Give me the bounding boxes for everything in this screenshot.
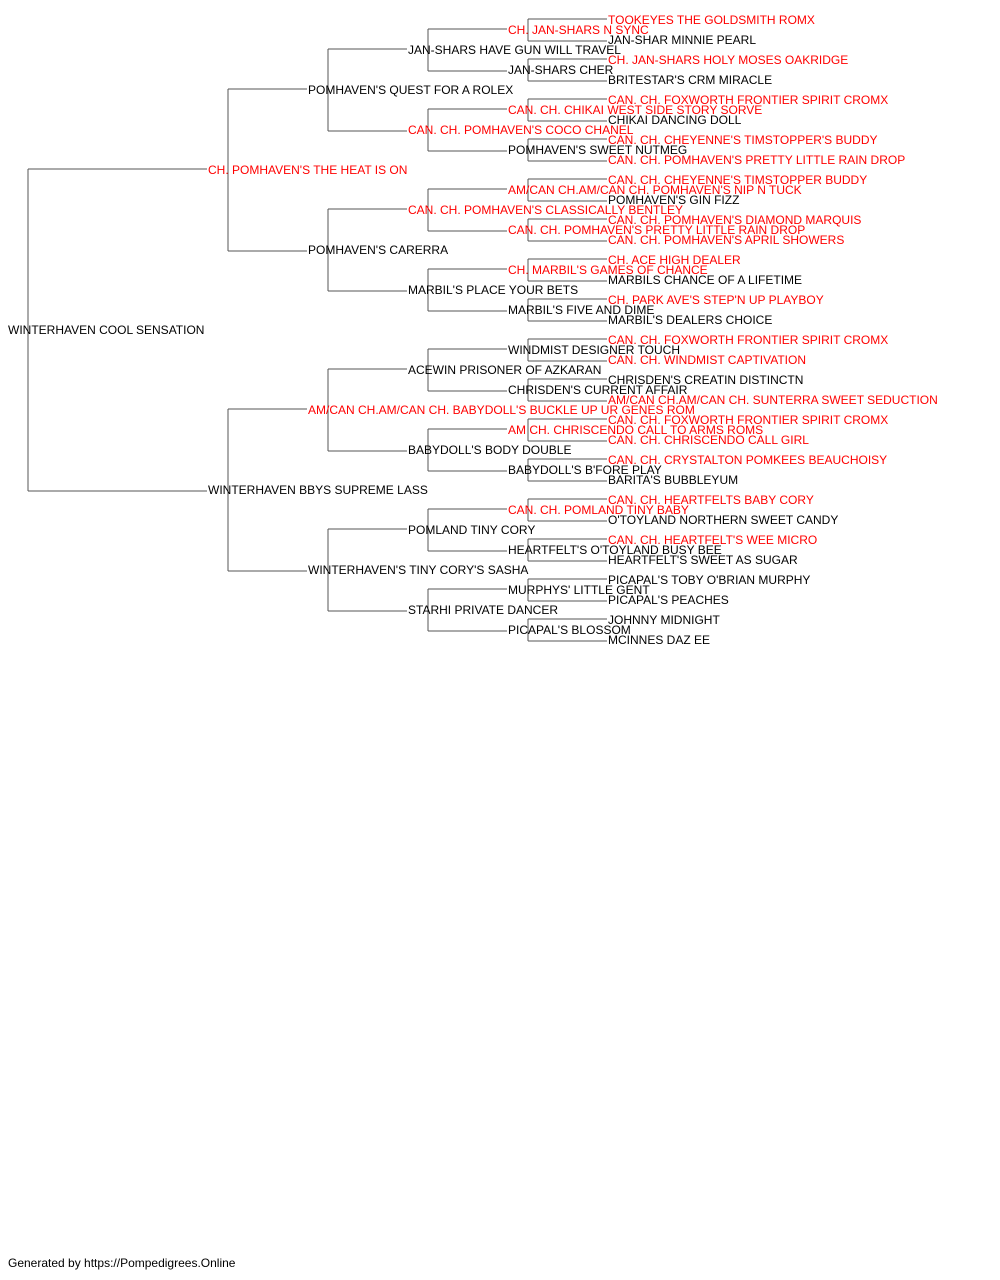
dog-dam-dam-dam-sire-dam-name: PICAPAL'S PEACHES xyxy=(608,593,729,607)
dog-dam-dam-sire-sire-name: CAN. CH. POMLAND TINY BABY xyxy=(508,503,689,517)
dog-sire-dam-name: POMHAVEN'S CARERRA xyxy=(308,243,448,257)
dog-sire-dam-dam-sire-name: CH. MARBIL'S GAMES OF CHANCE xyxy=(508,263,708,277)
dog-sire-name: CH. POMHAVEN'S THE HEAT IS ON xyxy=(208,163,407,177)
dog-sire-sire-dam-dam-dam-name: CAN. CH. POMHAVEN'S PRETTY LITTLE RAIN D… xyxy=(608,153,905,167)
dog-sire-sire-dam-name: CAN. CH. POMHAVEN'S COCO CHANEL xyxy=(408,123,634,137)
dog-dam-sire-dam-sire-name: AM CH. CHRISCENDO CALL TO ARMS ROMS xyxy=(508,423,763,437)
dog-sire-dam-dam-sire-dam-name: MARBILS CHANCE OF A LIFETIME xyxy=(608,273,802,287)
dog-dam-sire-dam-dam-name: BABYDOLL'S B'FORE PLAY xyxy=(508,463,662,477)
dog-sire-dam-sire-dam-name: CAN. CH. POMHAVEN'S PRETTY LITTLE RAIN D… xyxy=(508,223,805,237)
dog-sire-dam-dam-dam-dam-name: MARBIL'S DEALERS CHOICE xyxy=(608,313,772,327)
dog-sire-sire-sire-sire-sire-name: TOOKEYES THE GOLDSMITH ROMX xyxy=(608,13,815,27)
dog-dam-sire-dam-sire-sire-name: CAN. CH. FOXWORTH FRONTIER SPIRIT CROMX xyxy=(608,413,888,427)
footer-credit: Generated by https://Pompedigrees.Online xyxy=(8,1256,236,1270)
dog-dam-sire-sire-sire-name: WINDMIST DESIGNER TOUCH xyxy=(508,343,680,357)
dog-sire-dam-sire-sire-sire-name: CAN. CH. CHEYENNE'S TIMSTOPPER BUDDY xyxy=(608,173,867,187)
dog-dam-sire-dam-sire-dam-name: CAN. CH. CHRISCENDO CALL GIRL xyxy=(608,433,809,447)
dog-sire-dam-sire-dam-sire-name: CAN. CH. POMHAVEN'S DIAMOND MARQUIS xyxy=(608,213,861,227)
dog-name: WINTERHAVEN COOL SENSATION xyxy=(8,323,204,337)
dog-dam-sire-sire-name: ACEWIN PRISONER OF AZKARAN xyxy=(408,363,601,377)
dog-dam-sire-sire-dam-sire-name: CHRISDEN'S CREATIN DISTINCTN xyxy=(608,373,803,387)
dog-dam-dam-sire-sire-dam-name: O'TOYLAND NORTHERN SWEET CANDY xyxy=(608,513,838,527)
dog-dam-sire-sire-sire-sire-name: CAN. CH. FOXWORTH FRONTIER SPIRIT CROMX xyxy=(608,333,888,347)
dog-dam-dam-dam-dam-dam-name: MCINNES DAZ EE xyxy=(608,633,710,647)
dog-sire-sire-sire-name: JAN-SHARS HAVE GUN WILL TRAVEL xyxy=(408,43,621,57)
dog-sire-sire-sire-dam-dam-name: BRITESTAR'S CRM MIRACLE xyxy=(608,73,772,87)
dog-sire-sire-sire-dam-name: JAN-SHARS CHER xyxy=(508,63,614,77)
dog-sire-dam-sire-dam-dam-name: CAN. CH. POMHAVEN'S APRIL SHOWERS xyxy=(608,233,844,247)
dog-dam-dam-dam-sire-name: MURPHYS' LITTLE GENT xyxy=(508,583,650,597)
dog-sire-dam-dam-name: MARBIL'S PLACE YOUR BETS xyxy=(408,283,578,297)
dog-sire-dam-dam-sire-sire-name: CH. ACE HIGH DEALER xyxy=(608,253,741,267)
dog-sire-dam-dam-dam-name: MARBIL'S FIVE AND DIME xyxy=(508,303,654,317)
dog-dam-dam-sire-dam-dam-name: HEARTFELT'S SWEET AS SUGAR xyxy=(608,553,798,567)
dog-dam-dam-sire-dam-sire-name: CAN. CH. HEARTFELT'S WEE MICRO xyxy=(608,533,817,547)
dog-dam-sire-dam-name: BABYDOLL'S BODY DOUBLE xyxy=(408,443,571,457)
dog-sire-sire-name: POMHAVEN'S QUEST FOR A ROLEX xyxy=(308,83,513,97)
dog-dam-dam-dam-sire-sire-name: PICAPAL'S TOBY O'BRIAN MURPHY xyxy=(608,573,810,587)
dog-sire-sire-dam-dam-name: POMHAVEN'S SWEET NUTMEG xyxy=(508,143,687,157)
dog-dam-sire-sire-dam-name: CHRISDEN'S CURRENT AFFAIR xyxy=(508,383,688,397)
dog-dam-dam-sire-sire-sire-name: CAN. CH. HEARTFELTS BABY CORY xyxy=(608,493,814,507)
dog-sire-dam-dam-dam-sire-name: CH. PARK AVE'S STEP'N UP PLAYBOY xyxy=(608,293,824,307)
dog-dam-dam-sire-dam-name: HEARTFELT'S O'TOYLAND BUSY BEE xyxy=(508,543,722,557)
dog-sire-dam-sire-sire-name: AM/CAN CH.AM/CAN CH. POMHAVEN'S NIP N TU… xyxy=(508,183,802,197)
dog-sire-sire-sire-sire-name: CH. JAN-SHARS N SYNC xyxy=(508,23,649,37)
dog-dam-dam-dam-name: STARHI PRIVATE DANCER xyxy=(408,603,558,617)
dog-dam-dam-dam-dam-name: PICAPAL'S BLOSSOM xyxy=(508,623,631,637)
dog-dam-sire-dam-dam-dam-name: BARITA'S BUBBLEYUM xyxy=(608,473,738,487)
dog-sire-sire-dam-dam-sire-name: CAN. CH. CHEYENNE'S TIMSTOPPER'S BUDDY xyxy=(608,133,878,147)
dog-dam-dam-dam-dam-sire-name: JOHNNY MIDNIGHT xyxy=(608,613,720,627)
dog-sire-sire-sire-dam-sire-name: CH. JAN-SHARS HOLY MOSES OAKRIDGE xyxy=(608,53,848,67)
dog-dam-sire-name: AM/CAN CH.AM/CAN CH. BABYDOLL'S BUCKLE U… xyxy=(308,403,695,417)
dog-sire-dam-sire-name: CAN. CH. POMHAVEN'S CLASSICALLY BENTLEY xyxy=(408,203,683,217)
dog-sire-sire-sire-sire-dam-name: JAN-SHAR MINNIE PEARL xyxy=(608,33,756,47)
dog-sire-sire-dam-sire-dam-name: CHIKAI DANCING DOLL xyxy=(608,113,742,127)
dog-dam-sire-sire-sire-dam-name: CAN. CH. WINDMIST CAPTIVATION xyxy=(608,353,806,367)
dog-dam-dam-name: WINTERHAVEN'S TINY CORY'S SASHA xyxy=(308,563,528,577)
dog-sire-dam-sire-sire-dam-name: POMHAVEN'S GIN FIZZ xyxy=(608,193,739,207)
dog-dam-sire-dam-dam-sire-name: CAN. CH. CRYSTALTON POMKEES BEAUCHOISY xyxy=(608,453,887,467)
dog-dam-name: WINTERHAVEN BBYS SUPREME LASS xyxy=(208,483,428,497)
dog-dam-sire-sire-dam-dam-name: AM/CAN CH.AM/CAN CH. SUNTERRA SWEET SEDU… xyxy=(608,393,938,407)
dog-sire-sire-dam-sire-sire-name: CAN. CH. FOXWORTH FRONTIER SPIRIT CROMX xyxy=(608,93,888,107)
dog-sire-sire-dam-sire-name: CAN. CH. CHIKAI WEST SIDE STORY SORVE xyxy=(508,103,762,117)
dog-dam-dam-sire-name: POMLAND TINY CORY xyxy=(408,523,535,537)
